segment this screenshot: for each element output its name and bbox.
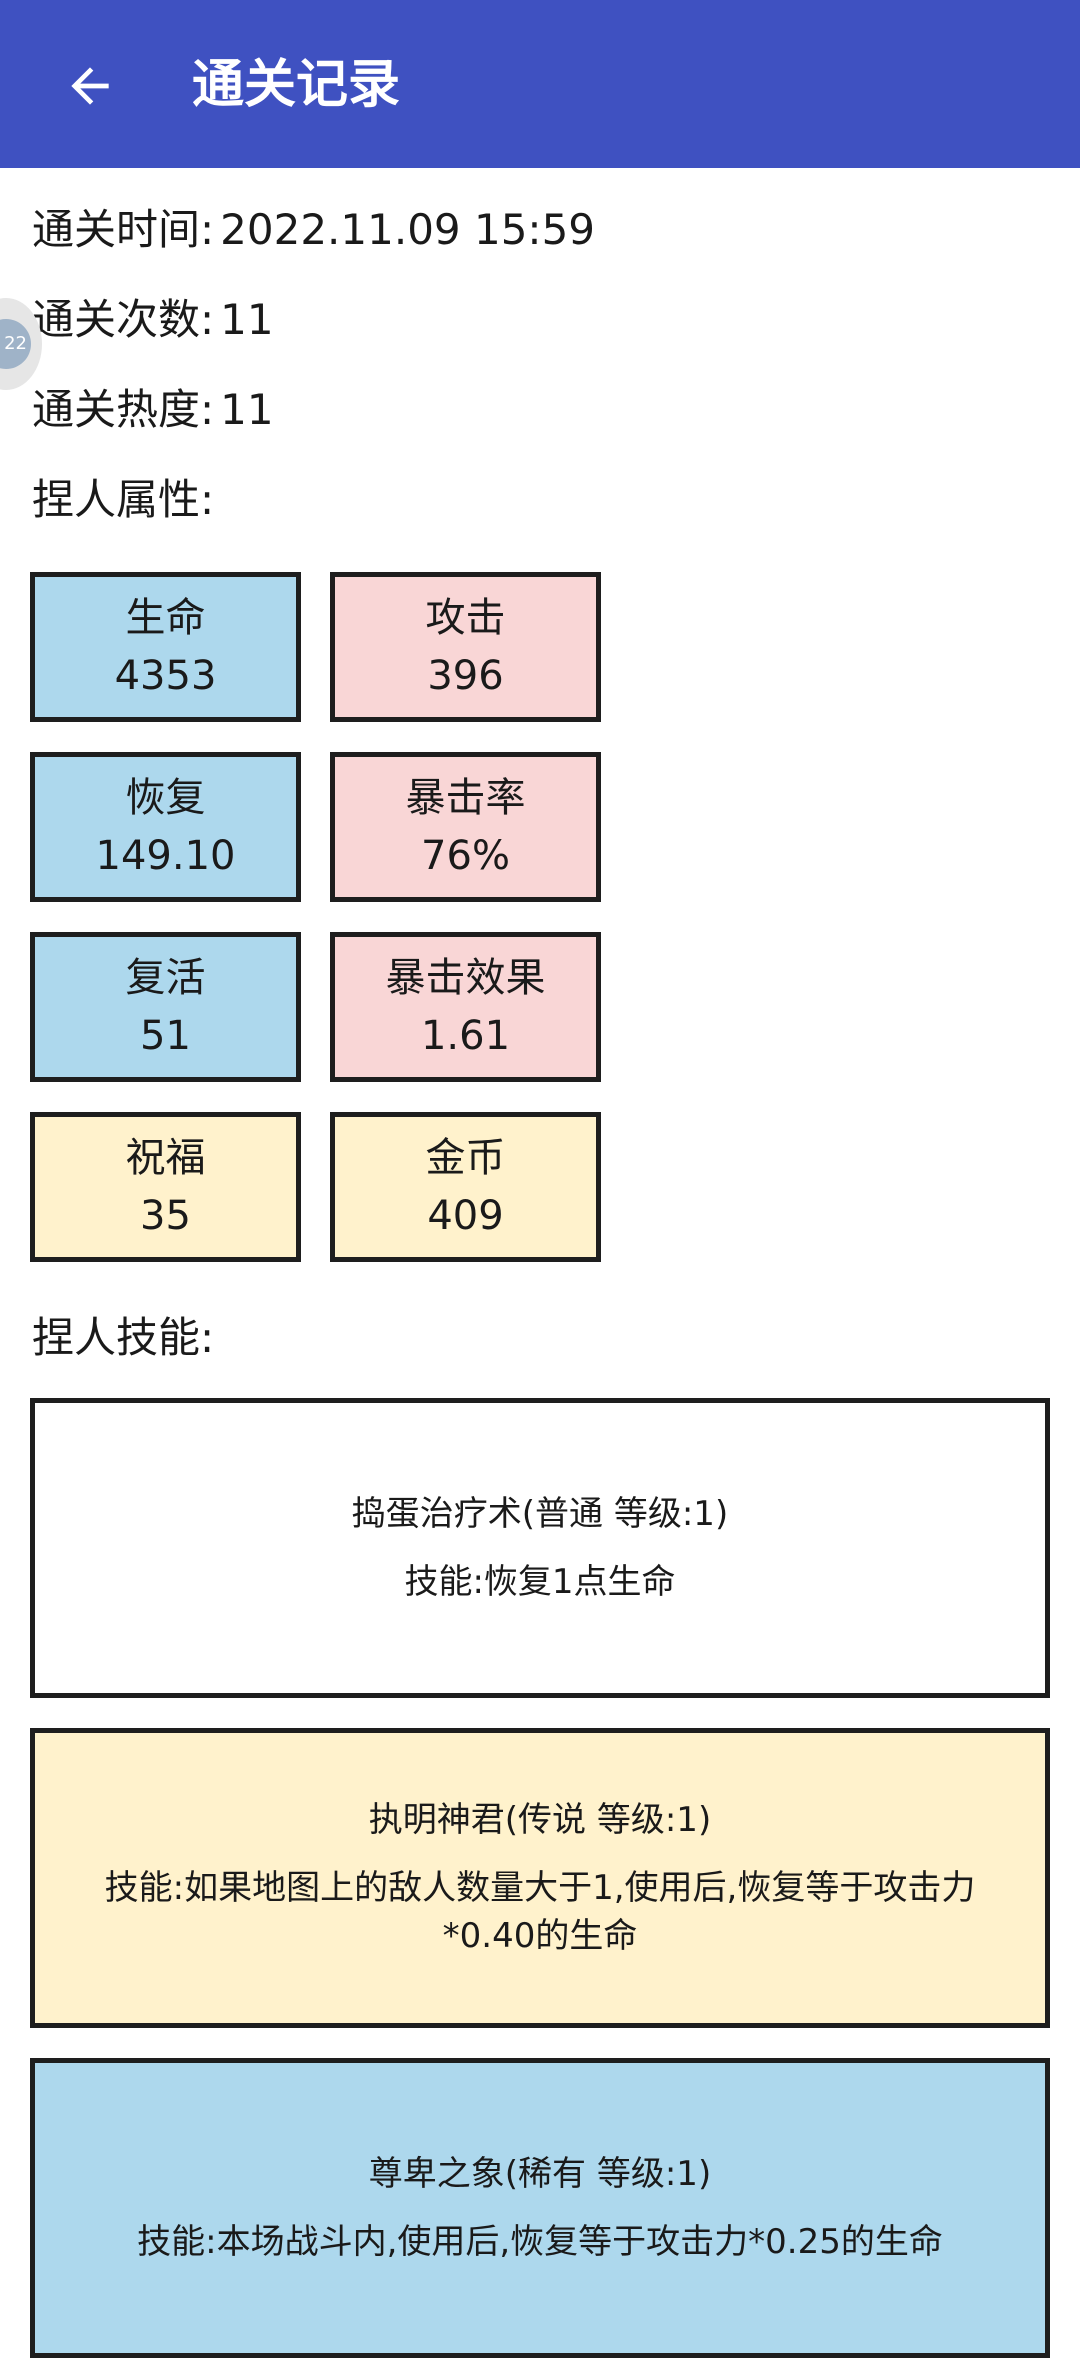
stat-recovery: 恢复 149.10 [30,752,301,902]
skill-card: 尊卑之象(稀有 等级:1) 技能:本场战斗内,使用后,恢复等于攻击力*0.25的… [30,2058,1050,2358]
attributes-heading: 捏人属性: [32,475,215,524]
stat-value: 149.10 [95,833,236,879]
skills-heading: 捏人技能: [32,1313,215,1362]
stat-value: 409 [427,1193,504,1239]
skill-name: 执明神君(传说 等级:1) [368,1800,712,1840]
skill-description: 技能:恢复1点生命 [404,1562,676,1602]
skill-description: 技能:如果地图上的敌人数量大于1,使用后,恢复等于攻击力*0.40的生命 [104,1868,976,1956]
stat-crit-effect: 暴击效果 1.61 [330,932,601,1082]
app-bar: 通关记录 [0,0,1080,168]
stat-label: 恢复 [125,775,206,821]
stat-attack: 攻击 396 [330,572,601,722]
stat-label: 暴击效果 [385,955,546,1001]
stat-value: 51 [140,1013,191,1059]
stat-label: 生命 [125,595,206,641]
stat-value: 1.61 [420,1013,511,1059]
stat-gold: 金币 409 [330,1112,601,1262]
clear-time-label: 通关时间: [32,205,215,254]
stat-label: 金币 [425,1135,506,1181]
clear-count-row: 通关次数:11 [32,292,274,348]
stat-label: 暴击率 [405,775,526,821]
skill-name: 捣蛋治疗术(普通 等级:1) [351,1494,729,1534]
stat-label: 复活 [125,955,206,1001]
back-button[interactable] [54,50,126,122]
skill-card: 捣蛋治疗术(普通 等级:1) 技能:恢复1点生命 [30,1398,1050,1698]
stat-crit-rate: 暴击率 76% [330,752,601,902]
clear-count-value: 11 [220,295,274,344]
stat-revive: 复活 51 [30,932,301,1082]
stat-value: 4353 [114,653,217,699]
skill-card: 执明神君(传说 等级:1) 技能:如果地图上的敌人数量大于1,使用后,恢复等于攻… [30,1728,1050,2028]
skill-name: 尊卑之象(稀有 等级:1) [368,2154,712,2194]
clear-time-value: 2022.11.09 15:59 [220,205,596,254]
bubble-label: 22 [0,319,31,369]
page-title: 通关记录 [192,55,401,115]
clear-time-row: 通关时间:2022.11.09 15:59 [32,202,595,258]
stat-hp: 生命 4353 [30,572,301,722]
clear-heat-label: 通关热度: [32,385,215,434]
stat-label: 祝福 [125,1135,206,1181]
arrow-left-icon [71,67,109,105]
clear-count-label: 通关次数: [32,295,215,344]
clear-heat-row: 通关热度:11 [32,382,274,438]
clear-heat-value: 11 [220,385,274,434]
stat-value: 35 [140,1193,191,1239]
stat-label: 攻击 [425,595,506,641]
skill-description: 技能:本场战斗内,使用后,恢复等于攻击力*0.25的生命 [137,2222,943,2262]
stat-value: 396 [427,653,504,699]
stat-value: 76% [421,833,510,879]
stat-blessing: 祝福 35 [30,1112,301,1262]
